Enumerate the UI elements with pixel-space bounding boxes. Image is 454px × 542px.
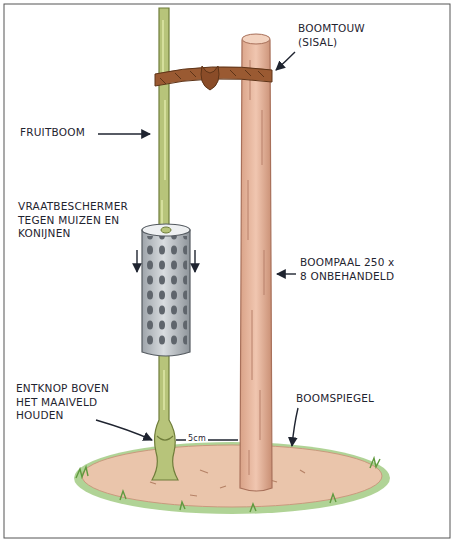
graft-label: ENTKNOP BOVEN HET MAAIVELD HOUDEN bbox=[16, 382, 112, 423]
guard-label: VRAATBESCHERMER TEGEN MUIZEN EN KONIJNEN bbox=[18, 200, 136, 241]
leader-lines bbox=[96, 52, 298, 446]
stake-label: BOOMPAAL 250 x 8 ONBEHANDELD bbox=[300, 256, 400, 283]
tree-stake bbox=[240, 34, 272, 491]
tree-tie bbox=[155, 66, 272, 90]
frame bbox=[4, 4, 450, 538]
tree-mirror bbox=[74, 442, 390, 514]
distance-label: 5cm bbox=[188, 434, 210, 444]
mirror-label: BOOMSPIEGEL bbox=[296, 392, 406, 406]
tie-label: BOOMTOUW (SISAL) bbox=[298, 22, 390, 49]
rabbit-guard bbox=[137, 224, 195, 356]
tree-label: FRUITBOOM bbox=[20, 126, 100, 140]
